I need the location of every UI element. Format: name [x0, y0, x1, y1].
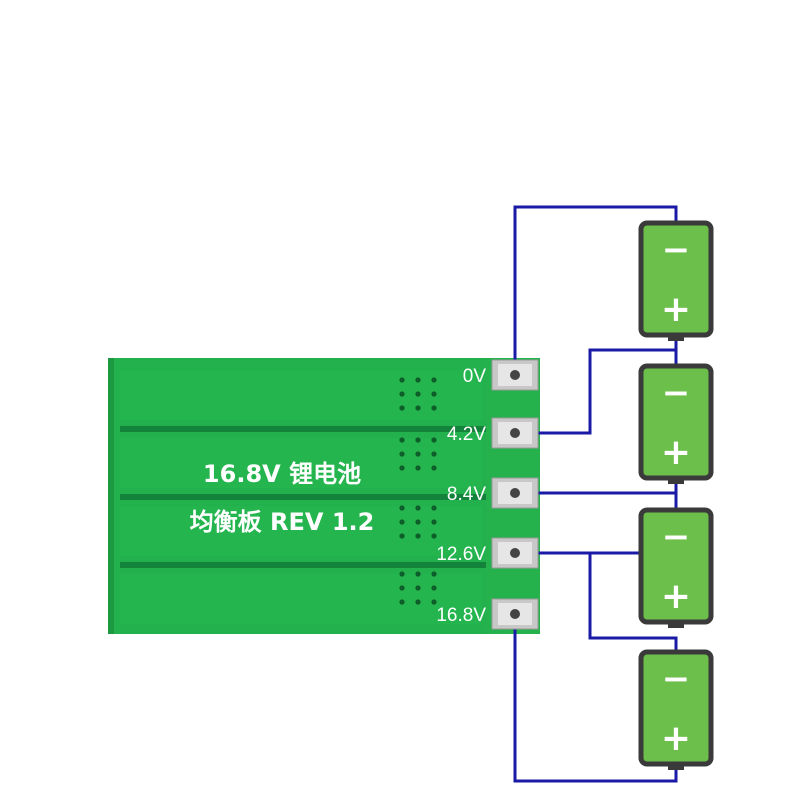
- via-hole: [431, 505, 437, 511]
- battery-cells: −+−+−+−+: [638, 220, 714, 770]
- wire-0v: [513, 205, 678, 375]
- via-hole: [415, 465, 421, 471]
- via-hole: [415, 437, 421, 443]
- via-hole: [399, 437, 405, 443]
- via-hole: [431, 465, 437, 471]
- via-hole: [431, 533, 437, 539]
- pad: 8.4V: [447, 477, 539, 509]
- via-hole: [399, 451, 405, 457]
- battery-negative-sign: −: [662, 659, 691, 699]
- battery-cell: −+: [638, 220, 714, 341]
- strip-band: [120, 574, 482, 624]
- strip-band: [120, 438, 482, 488]
- pad: 12.6V: [436, 537, 539, 569]
- via-hole: [415, 519, 421, 525]
- via-hole: [431, 585, 437, 591]
- pad-hole: [510, 428, 520, 438]
- pcb-board: 16.8V 锂电池 均衡板 REV 1.2: [108, 358, 540, 634]
- pad-hole: [510, 488, 520, 498]
- battery-positive-sign: +: [661, 576, 691, 617]
- via-hole: [415, 571, 421, 577]
- battery-terminal: [668, 333, 684, 341]
- wire-16-8v: [513, 614, 678, 783]
- pad-hole: [510, 548, 520, 558]
- via-hole: [399, 405, 405, 411]
- via-hole: [399, 465, 405, 471]
- battery-terminal: [668, 762, 684, 770]
- battery-cell: −+: [638, 649, 714, 770]
- pad: 16.8V: [436, 598, 539, 630]
- via-hole: [399, 571, 405, 577]
- via-hole: [415, 391, 421, 397]
- battery-positive-sign: +: [661, 432, 691, 473]
- slot: [120, 494, 490, 500]
- pads: 0V 4.2V 8.4V 12.6V 16.8V: [436, 359, 539, 630]
- battery-positive-sign: +: [661, 289, 691, 330]
- via-hole: [431, 451, 437, 457]
- slot: [120, 426, 490, 432]
- via-hole: [399, 599, 405, 605]
- pad-label: 0V: [463, 366, 487, 387]
- wire-cell3-cell4: [588, 553, 678, 652]
- via-hole: [399, 505, 405, 511]
- battery-negative-sign: −: [662, 517, 691, 557]
- pad-label: 4.2V: [447, 424, 486, 445]
- strip-band: [120, 370, 482, 420]
- via-hole: [431, 391, 437, 397]
- pad-label: 12.6V: [436, 544, 486, 565]
- via-hole: [415, 585, 421, 591]
- pad-label: 16.8V: [436, 605, 486, 626]
- via-hole: [431, 519, 437, 525]
- battery-cell: −+: [638, 507, 714, 628]
- pad-hole: [510, 370, 520, 380]
- via-hole: [431, 405, 437, 411]
- via-hole: [399, 519, 405, 525]
- via-hole: [399, 585, 405, 591]
- via-hole: [415, 533, 421, 539]
- pad: 0V: [463, 359, 539, 391]
- board-edge: [108, 358, 114, 634]
- board-slots: [120, 370, 490, 624]
- via-hole: [431, 571, 437, 577]
- via-hole: [415, 599, 421, 605]
- battery-positive-sign: +: [661, 718, 691, 759]
- slot: [120, 562, 490, 568]
- battery-negative-sign: −: [662, 373, 691, 413]
- pad: 4.2V: [447, 417, 539, 449]
- battery-cell: −+: [638, 363, 714, 484]
- pad-label: 8.4V: [447, 484, 486, 505]
- strip-band: [120, 506, 482, 556]
- via-hole: [399, 377, 405, 383]
- wire-4-2v: [515, 348, 678, 435]
- battery-terminal: [668, 476, 684, 484]
- via-hole: [431, 377, 437, 383]
- via-hole: [399, 533, 405, 539]
- via-hole: [431, 599, 437, 605]
- board-title-line1: 16.8V 锂电池: [203, 460, 361, 488]
- via-hole: [415, 451, 421, 457]
- via-grid: [399, 377, 437, 605]
- via-hole: [415, 405, 421, 411]
- battery-terminal: [668, 620, 684, 628]
- via-hole: [415, 505, 421, 511]
- board-title-line2: 均衡板 REV 1.2: [190, 508, 375, 536]
- via-hole: [415, 377, 421, 383]
- via-hole: [399, 391, 405, 397]
- via-hole: [431, 437, 437, 443]
- pad-hole: [510, 609, 520, 619]
- battery-negative-sign: −: [662, 230, 691, 270]
